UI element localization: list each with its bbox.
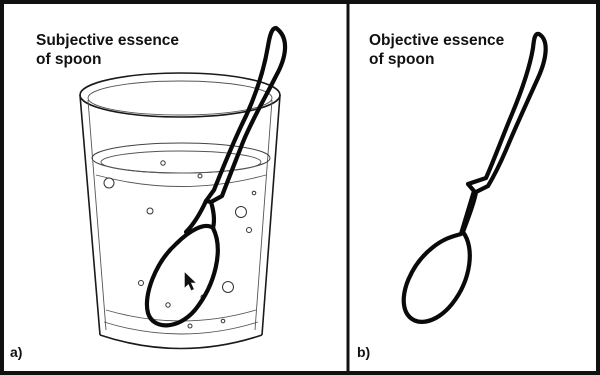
bubble [252,191,256,195]
bubble [236,207,247,218]
bubble [223,282,234,293]
bubble [247,228,252,233]
panel-b-label: b) [357,344,370,360]
panel-a-title-line-1: Subjective essence [36,32,179,49]
bubble [188,324,192,328]
panel-b-title-line-1: Objective essence [369,32,505,49]
bubble [161,161,165,165]
bubble [198,174,202,178]
panel-a-label: a) [10,344,22,360]
bubble [139,281,144,286]
bubble [221,319,225,323]
bubble [104,178,114,188]
panel-b-title-line-2: of spoon [369,51,434,68]
bubble [166,303,170,307]
panel-a-title-line-2: of spoon [36,51,101,68]
bubble [147,208,153,214]
